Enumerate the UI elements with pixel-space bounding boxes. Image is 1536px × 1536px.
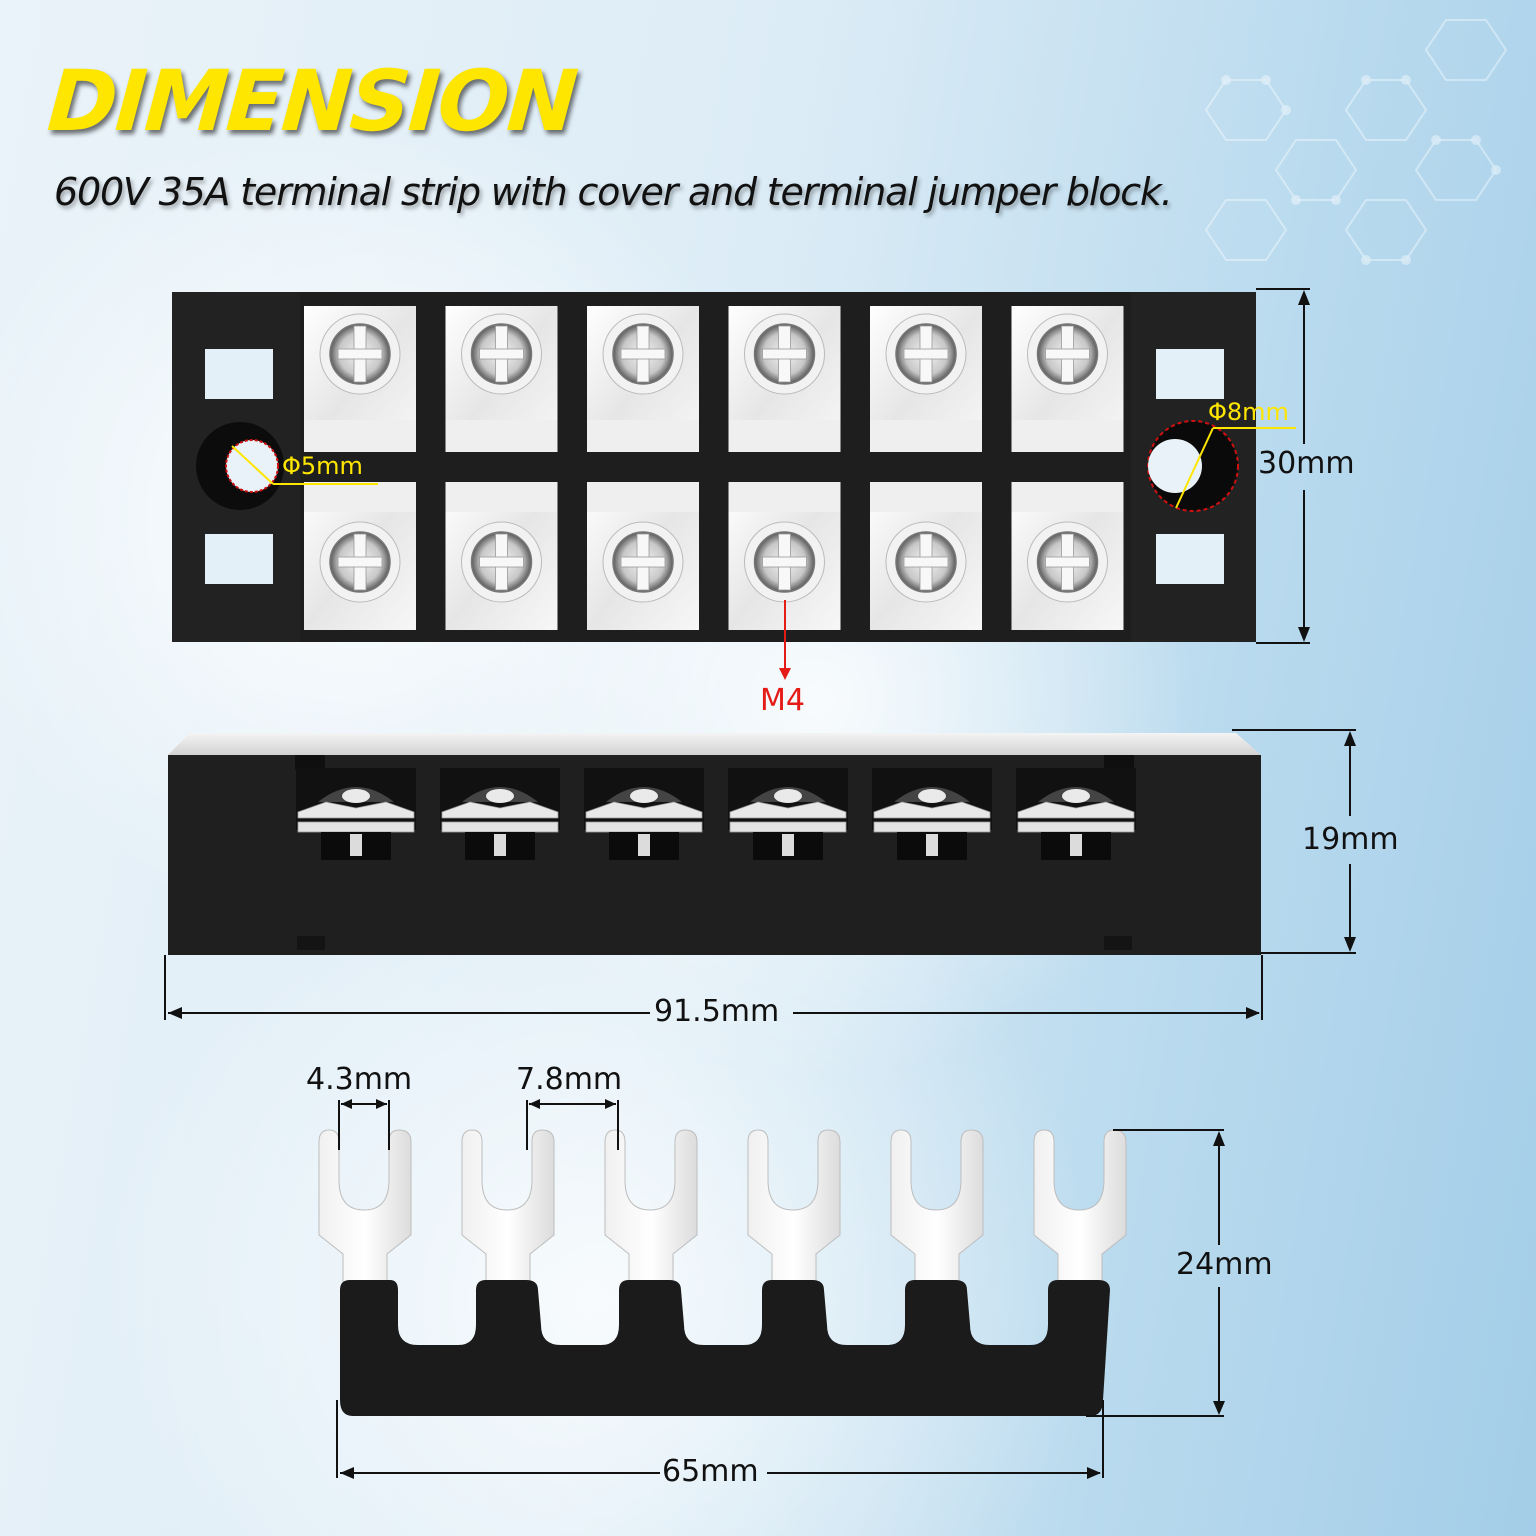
strip-height-label: 19mm [1302, 822, 1399, 857]
jumper-height-label: 24mm [1176, 1247, 1273, 1282]
hexagon-background-pattern [1204, 19, 1508, 265]
product-subtitle: 600V 35A terminal strip with cover and t… [54, 170, 1173, 214]
screw-size-label: M4 [760, 683, 805, 718]
strip-length-label: 91.5mm [654, 994, 780, 1029]
strip-width-label: 30mm [1258, 446, 1355, 481]
terminal-cells [304, 306, 1124, 630]
left-hole-diameter-label: Φ5mm [282, 452, 363, 480]
fork-pitch-label: 7.8mm [516, 1062, 623, 1097]
fork-slot-width-label: 4.3mm [306, 1062, 413, 1097]
jumper-length-label: 65mm [662, 1454, 759, 1489]
right-hole-diameter-label: Φ8mm [1208, 398, 1289, 426]
